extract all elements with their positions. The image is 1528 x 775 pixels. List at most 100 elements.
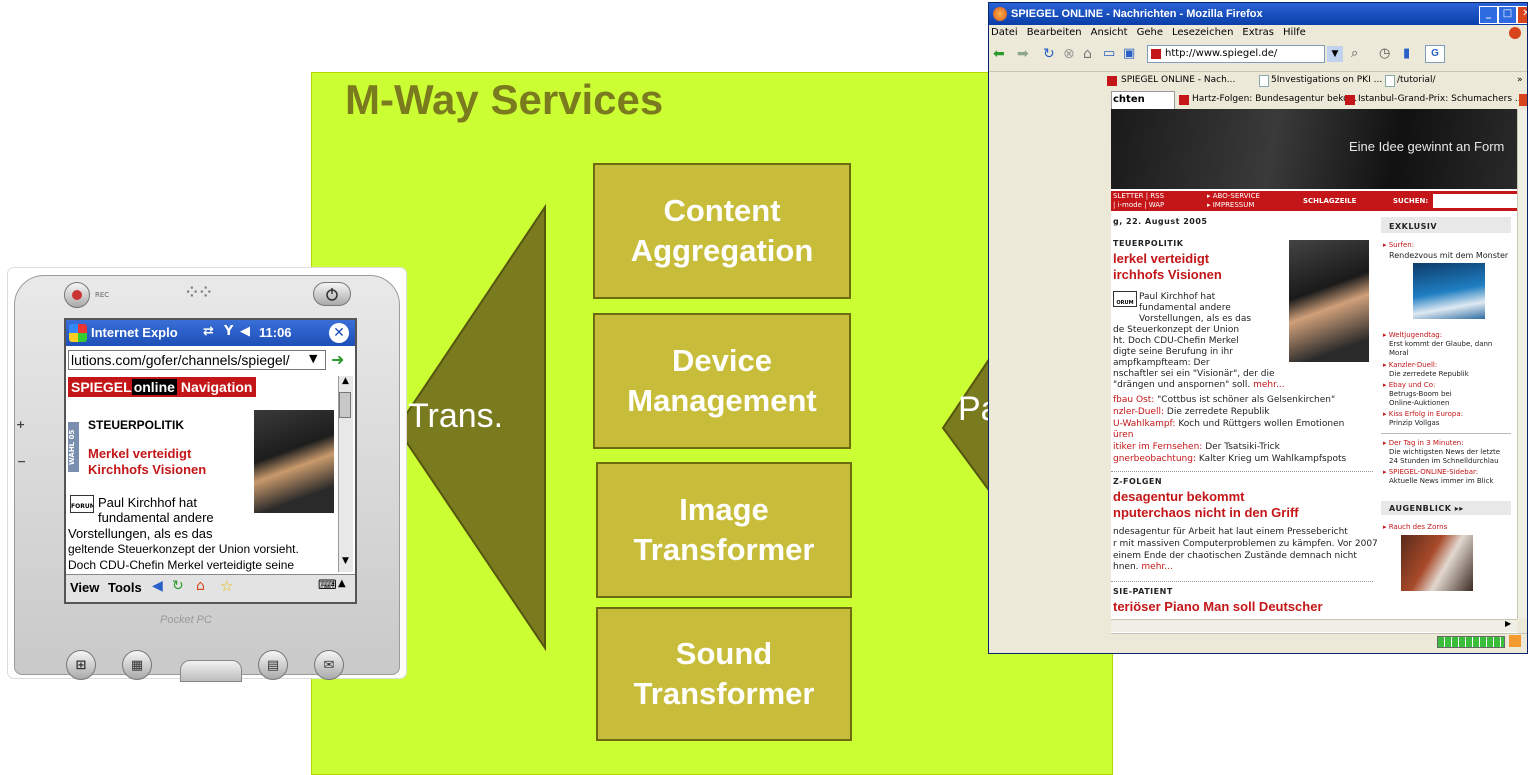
mail-icon: ✉ — [323, 657, 335, 673]
power-button[interactable] — [313, 282, 351, 306]
menu-gehe[interactable]: Gehe — [1136, 27, 1163, 38]
signal-icon[interactable]: Y — [224, 324, 234, 339]
sidebar-link-label[interactable]: ▸ Der Tag in 3 Minuten: — [1383, 439, 1464, 447]
scroll-up-icon[interactable]: ▲ — [342, 376, 349, 386]
menu-hilfe[interactable]: Hilfe — [1283, 27, 1306, 38]
go-icon[interactable]: ➜ — [331, 350, 345, 369]
bookmark-item[interactable]: SPIEGEL ONLINE - Nach... — [1121, 75, 1236, 85]
url-dropdown-icon[interactable]: ▼ — [1327, 46, 1343, 62]
sidebar-link-label[interactable]: ▸ Kiss Erfolg in Europa: — [1383, 410, 1464, 418]
print-icon[interactable]: ▭ — [1103, 46, 1116, 61]
ff-horizontal-scrollbar[interactable] — [1111, 619, 1517, 632]
headline-1-line[interactable]: lerkel verteidigt — [1113, 251, 1210, 266]
back-button-icon[interactable]: ⬅ — [993, 46, 1005, 62]
home-icon[interactable]: ⌂ — [196, 578, 205, 594]
headline-3[interactable]: teriöser Piano Man soll Deutscher — [1113, 599, 1323, 614]
sidebar-link-label[interactable]: ▸ SPIEGEL-ONLINE-Sidebar: — [1383, 468, 1479, 476]
surfer-photo[interactable] — [1413, 263, 1485, 319]
site-search-input[interactable] — [1433, 194, 1517, 208]
headline-2-line[interactable]: nputerchaos nicht in den Griff — [1113, 505, 1299, 520]
menu-lesezeichen[interactable]: Lesezeichen — [1171, 27, 1234, 38]
ppc-headline-2[interactable]: Kirchhofs Visionen — [88, 462, 207, 477]
related-link-text: Koch und Rüttgers wollen Emotionen — [1178, 419, 1345, 429]
volume-up-icon[interactable]: + — [16, 418, 26, 431]
bookmark-item[interactable]: 5Investigations on PKI ... — [1271, 75, 1383, 85]
ff-vertical-scrollbar[interactable] — [1517, 109, 1527, 619]
more-link[interactable]: mehr... — [1141, 562, 1173, 572]
close-window-icon[interactable]: ✕ — [1517, 6, 1527, 24]
navigation-pad[interactable] — [180, 660, 242, 682]
calendar-button[interactable]: ▦ — [122, 650, 152, 680]
windows-flag-icon[interactable] — [69, 324, 87, 342]
sidebar-link-label[interactable]: ▸ Rauch des Zorns — [1383, 523, 1448, 531]
headline-1-line[interactable]: irchhofs Visionen — [1113, 267, 1222, 282]
menu-extras[interactable]: Extras — [1242, 27, 1275, 38]
more-link[interactable]: mehr... — [1253, 380, 1285, 390]
minimize-icon[interactable]: _ — [1479, 6, 1498, 24]
rss-icon[interactable] — [1509, 635, 1521, 647]
forum-icon[interactable]: FORUM — [70, 495, 94, 513]
input-chevron-icon[interactable]: ▲ — [338, 578, 346, 589]
forum-badge[interactable]: ORUM — [1113, 291, 1137, 307]
search-toolbar-icon[interactable]: ⌕ — [1351, 46, 1359, 61]
home-button-icon[interactable]: ⌂ — [1083, 46, 1092, 62]
menu-bearbeiten[interactable]: Bearbeiten — [1026, 27, 1082, 38]
inbox-button[interactable]: ✉ — [314, 650, 344, 680]
sidebar-link-label[interactable]: ▸ Surfen: — [1383, 241, 1415, 249]
bookmarks-overflow-icon[interactable]: » — [1517, 75, 1523, 85]
favorites-icon[interactable]: ☆ — [220, 577, 234, 595]
headline-2-line[interactable]: desagentur bekommt — [1113, 489, 1245, 504]
bookmarks-icon[interactable]: ▮ — [1403, 46, 1411, 61]
related-link[interactable]: U-Wahlkampf: Koch und Rüttgers wollen Em… — [1113, 419, 1344, 429]
forward-button-icon[interactable]: ➡ — [1017, 46, 1029, 62]
rauch-photo[interactable] — [1401, 535, 1473, 591]
sidebar-link-label[interactable]: ▸ Ebay und Co: — [1383, 381, 1436, 389]
ppc-address-bar[interactable] — [68, 350, 326, 370]
ppc-headline-1[interactable]: Merkel verteidigt — [88, 446, 192, 461]
navbar-links-mid[interactable]: ▸ ABO-SERVICE▸ IMPRESSUM — [1207, 192, 1260, 210]
volume-down-icon[interactable]: − — [17, 455, 27, 468]
tab-label[interactable]: Hartz-Folgen: Bundesagentur beko... — [1192, 94, 1358, 104]
related-link[interactable]: nzler-Duell: Die zerredete Republik — [1113, 407, 1270, 417]
close-tab-icon[interactable] — [1519, 94, 1527, 106]
back-icon[interactable]: ◀ — [152, 578, 163, 594]
tab-label[interactable]: Istanbul-Grand-Prix: Schumachers ... — [1358, 94, 1524, 104]
related-link[interactable]: üren — [1113, 430, 1133, 440]
bookmark-item[interactable]: /tutorial/ — [1397, 75, 1436, 85]
record-button[interactable] — [64, 282, 90, 308]
related-link[interactable]: fbau Ost: "Cottbus ist schöner als Gelse… — [1113, 395, 1335, 405]
menu-ansicht[interactable]: Ansicht — [1090, 27, 1128, 38]
menu-view[interactable]: View — [70, 580, 100, 595]
scroll-down-icon[interactable]: ▼ — [342, 556, 349, 566]
scroll-right-icon[interactable]: ▶ — [1505, 619, 1512, 628]
stop-icon[interactable]: ⊗ — [1063, 46, 1075, 62]
sidebar-link-label[interactable]: ▸ Kanzler-Duell: — [1383, 361, 1438, 369]
maximize-icon[interactable]: □ — [1498, 6, 1517, 24]
mail-button-icon[interactable]: ▣ — [1123, 46, 1136, 61]
ff-url-bar[interactable] — [1147, 45, 1325, 63]
chevron-down-icon[interactable]: ▼ — [309, 352, 318, 365]
menu-datei[interactable]: Datei — [991, 27, 1018, 38]
reload-icon[interactable]: ↻ — [1043, 46, 1055, 62]
volume-icon[interactable]: ◀ — [240, 324, 250, 339]
wahl-badge: WAHL 05 — [68, 422, 79, 472]
close-icon[interactable]: ✕ — [329, 323, 349, 343]
tab-active[interactable] — [1111, 91, 1175, 109]
keyboard-icon[interactable]: ⌨ — [318, 578, 337, 593]
connectivity-icon[interactable]: ⇄ — [203, 324, 214, 339]
related-link[interactable]: gnerbeobachtung: Kalter Krieg um Wahlkam… — [1113, 454, 1346, 464]
refresh-icon[interactable]: ↻ — [172, 578, 184, 594]
ppc-scrollbar[interactable] — [338, 376, 353, 572]
sidebar-link-label[interactable]: ▸ Weltjugendtag: — [1383, 331, 1443, 339]
navbar-links-left[interactable]: SLETTER | RSS| i-mode | WAP — [1113, 192, 1164, 210]
history-icon[interactable]: ◷ — [1379, 46, 1391, 61]
google-search-icon[interactable]: G — [1425, 45, 1445, 63]
menu-tools[interactable]: Tools — [108, 580, 142, 595]
scroll-thumb[interactable] — [339, 392, 351, 418]
contacts-button[interactable]: ▤ — [258, 650, 288, 680]
related-link[interactable]: itiker im Fernsehen: Der Tsatsiki-Trick — [1113, 442, 1280, 452]
ad-banner[interactable] — [1111, 109, 1517, 189]
start-button[interactable]: ⊞ — [66, 650, 96, 680]
navbar-schlagzeile[interactable]: SCHLAGZEILE — [1303, 197, 1357, 205]
